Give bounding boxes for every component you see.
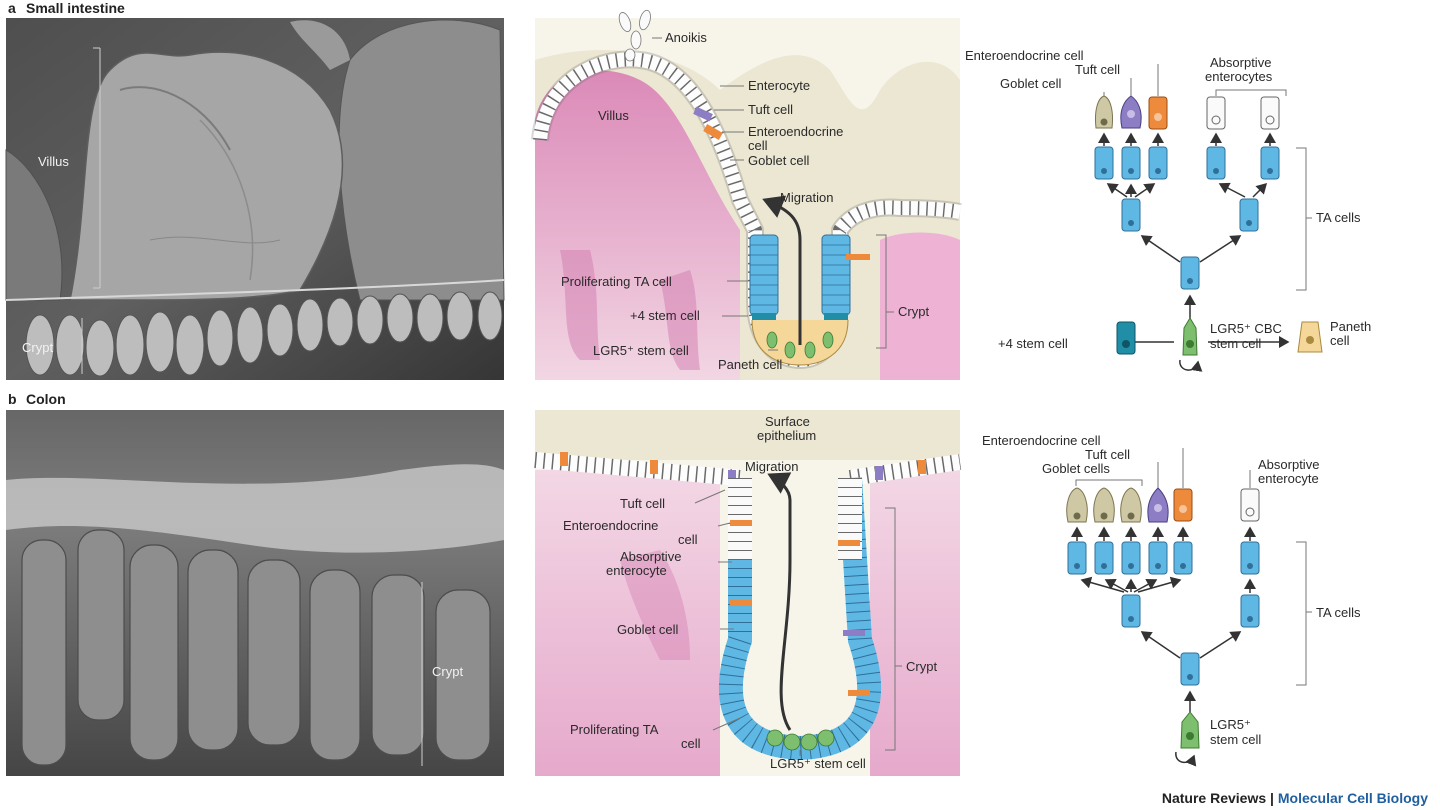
credit-journal: Molecular Cell Biology <box>1277 790 1428 806</box>
enteroendocrine-label-a: Enteroendocrine <box>748 124 843 139</box>
anoikis-label: Anoikis <box>665 30 707 45</box>
panel-b-letter: b <box>8 391 17 407</box>
panel-a-title: Small intestine <box>26 0 125 16</box>
migration-label-b: Migration <box>745 459 798 474</box>
absorptive-label-b: Absorptive <box>620 549 681 564</box>
plus4-lineage-label: +4 stem cell <box>998 336 1068 351</box>
small-intestine-micrograph <box>5 18 505 380</box>
enteroendocrine-label-b-2: cell <box>678 532 698 547</box>
absorptive-lineage-label-b: Absorptive <box>1258 457 1319 472</box>
ta-cells-label-b: TA cells <box>1316 605 1361 620</box>
villus-label-diagram: Villus <box>598 108 629 123</box>
crypt-label-diagram-a: Crypt <box>898 304 929 319</box>
lgr5-stem-label-a: LGR5⁺ stem cell <box>593 343 689 358</box>
absorptive-lineage-label-a: Absorptive <box>1210 55 1271 70</box>
lgr5-cbc-label: LGR5⁺ CBC <box>1210 321 1282 336</box>
tuft-cell-label-b: Tuft cell <box>620 496 665 511</box>
lgr5-lineage-label-b: LGR5⁺ <box>1210 717 1251 732</box>
colon-diagram-labels: Surface epithelium Migration Tuft cell E… <box>563 414 937 771</box>
goblet-cell-label-b: Goblet cell <box>617 622 679 637</box>
small-intestine-lineage: Enteroendocrine cell Tuft cell Goblet ce… <box>965 48 1371 372</box>
paneth-label-a: Paneth cell <box>718 357 782 372</box>
credit-source: Nature Reviews <box>1161 790 1267 806</box>
journal-credit: Nature Reviews | Molecular Cell Biology <box>1162 790 1428 806</box>
paneth-lineage-label-2: cell <box>1330 333 1350 348</box>
enteroendocrine-label-a-2: cell <box>748 138 768 153</box>
absorptive-label-b-2: enterocyte <box>606 563 667 578</box>
villus-label-micrograph: Villus <box>38 154 69 169</box>
lgr5-lineage-label-b-2: stem cell <box>1210 732 1261 747</box>
crypt-label-micrograph-a: Crypt <box>22 340 53 355</box>
colon-lineage: Enteroendocrine cell Tuft cell Goblet ce… <box>982 433 1361 767</box>
plus4-stem-label-a: +4 stem cell <box>630 308 700 323</box>
enteroendocrine-lineage-label-a: Enteroendocrine cell <box>965 48 1084 63</box>
enteroendocrine-lineage-label-b: Enteroendocrine cell <box>982 433 1101 448</box>
enterocyte-label: Enterocyte <box>748 78 810 93</box>
lgr5-stem-label-b: LGR5⁺ stem cell <box>770 756 866 771</box>
goblet-cell-label-a: Goblet cell <box>748 153 810 168</box>
panel-a-letter: a <box>8 0 16 16</box>
crypt-label-micrograph-b: Crypt <box>432 664 463 679</box>
tuft-cell-label-a: Tuft cell <box>748 102 793 117</box>
crypt-label-diagram-b: Crypt <box>906 659 937 674</box>
surface-label-2: epithelium <box>757 428 816 443</box>
colon-micrograph <box>6 410 504 776</box>
lgr5-cbc-label-2: stem cell <box>1210 336 1261 351</box>
surface-label: Surface <box>765 414 810 429</box>
migration-label-a: Migration <box>780 190 833 205</box>
goblet-lineage-label-a: Goblet cell <box>1000 76 1062 91</box>
credit-separator: | <box>1266 790 1278 806</box>
colon-diagram <box>534 410 962 776</box>
paneth-lineage-label: Paneth <box>1330 319 1371 334</box>
ta-cells-label-a: TA cells <box>1316 210 1361 225</box>
panel-b-title: Colon <box>26 391 66 407</box>
absorptive-lineage-label-a-2: enterocytes <box>1205 69 1273 84</box>
small-intestine-diagram <box>531 9 962 381</box>
small-intestine-diagram-labels: Anoikis Villus Enterocyte Tuft cell Ente… <box>561 30 929 372</box>
absorptive-lineage-label-b-2: enterocyte <box>1258 471 1319 486</box>
proliferating-label-b: Proliferating TA <box>570 722 659 737</box>
tuft-lineage-label-b: Tuft cell <box>1085 447 1130 462</box>
tuft-lineage-label-a: Tuft cell <box>1075 62 1120 77</box>
proliferating-ta-label-a: Proliferating TA cell <box>561 274 672 289</box>
proliferating-label-b-2: cell <box>681 736 701 751</box>
enteroendocrine-label-b: Enteroendocrine <box>563 518 658 533</box>
goblet-lineage-label-b: Goblet cells <box>1042 461 1110 476</box>
